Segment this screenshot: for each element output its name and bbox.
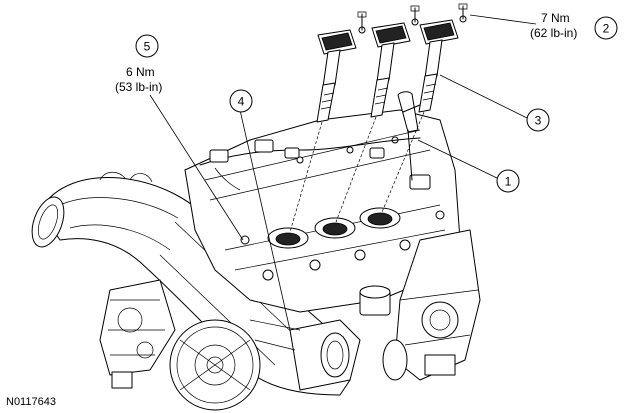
engine-illustration (31, 3, 481, 411)
callout-2-torque-nm: 7 Nm (541, 11, 570, 25)
callout-1-circle (496, 169, 520, 193)
callout-2: 2 7 Nm (62 lb-in) (530, 11, 618, 40)
ignition-coil-3 (418, 3, 468, 113)
callout-3: 3 (526, 108, 550, 132)
callout-3-circle (526, 108, 550, 132)
figure-id: N0117643 (6, 396, 56, 408)
intake-air-duct (31, 171, 351, 396)
callout-4: 4 (229, 89, 253, 113)
callout-1: 1 (496, 169, 520, 193)
valve-cover (184, 109, 461, 313)
callout-4-number: 4 (238, 95, 245, 109)
callout-2-number: 2 (603, 22, 610, 36)
callout-5-torque-lbin: (53 lb-in) (115, 80, 162, 94)
callout-1-number: 1 (505, 175, 512, 189)
callout-5-torque-nm: 6 Nm (126, 65, 155, 79)
lower-center-pipes (249, 319, 408, 391)
engine-lower-left (99, 279, 176, 389)
callout-5-number: 5 (144, 40, 151, 54)
callout-4-circle (229, 89, 253, 113)
ignition-coil-1 (316, 11, 367, 123)
callout-2-circle (594, 16, 618, 40)
callout-5: 5 6 Nm (53 lb-in) (115, 34, 162, 94)
callout-3-number: 3 (535, 114, 542, 128)
callout-5-circle (135, 34, 159, 58)
engine-right-side (359, 229, 481, 381)
ignition-coil-2 (370, 5, 420, 118)
flywheel (169, 319, 261, 411)
wiring-harness (199, 137, 431, 191)
leader-lines (149, 14, 537, 331)
callout-2-torque-lbin: (62 lb-in) (530, 26, 577, 40)
vacuum-tube (397, 91, 421, 181)
